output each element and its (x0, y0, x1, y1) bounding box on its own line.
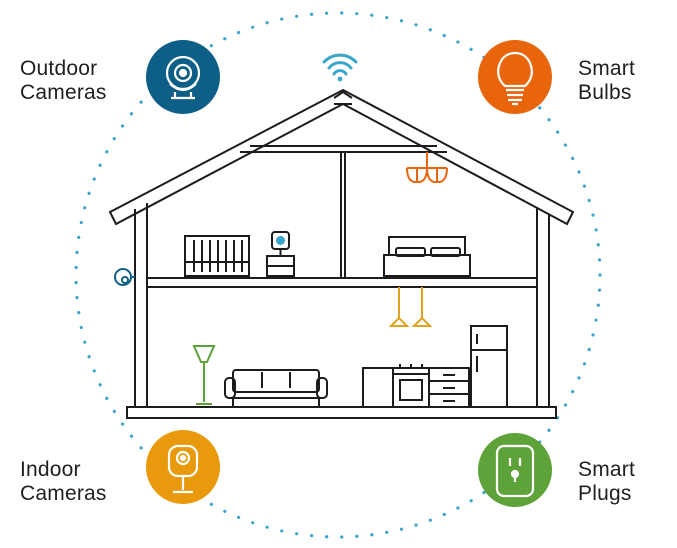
outdoor-cameras-label-line2: Cameras (20, 81, 107, 104)
baby-camera-icon (271, 231, 290, 256)
outdoor-cameras-label-line1: Outdoor (20, 57, 98, 80)
roof (108, 88, 575, 226)
pendant-lights-icon (388, 287, 433, 327)
network-dotted-circle (74, 11, 602, 539)
smart-plugs-label-line1: Smart (578, 458, 636, 481)
smart-bulbs-label-line2: Bulbs (578, 81, 632, 104)
nightstand (266, 255, 295, 277)
chandelier-icon (406, 152, 448, 183)
indoor-cameras-badge (146, 430, 220, 504)
plug-icon (495, 444, 535, 498)
smart-bulbs-label: Smart Bulbs (578, 57, 635, 105)
outdoor-cameras-badge (146, 40, 220, 114)
bed (383, 236, 471, 277)
indoor-cameras-label-line2: Cameras (20, 482, 107, 505)
wall-outdoor-camera-icon (114, 268, 135, 286)
crib (184, 235, 250, 277)
smart-bulbs-label-line1: Smart (578, 57, 636, 80)
smart-plugs-badge (478, 433, 552, 507)
wifi-icon (322, 53, 358, 82)
sofa (224, 369, 328, 406)
outdoor-camera-icon (165, 55, 201, 100)
smart-plugs-label-line2: Plugs (578, 482, 632, 505)
house-base (126, 406, 557, 419)
bulb-icon (497, 51, 533, 106)
kitchen (362, 325, 508, 408)
house (108, 88, 575, 419)
indoor-camera-icon (167, 444, 199, 494)
outdoor-cameras-label: Outdoor Cameras (20, 57, 107, 105)
indoor-cameras-label-line1: Indoor (20, 458, 81, 481)
floor-lamp-icon (192, 345, 216, 405)
indoor-cameras-label: Indoor Cameras (20, 458, 107, 506)
smart-plugs-label: Smart Plugs (578, 458, 635, 506)
smart-bulbs-badge (478, 40, 552, 114)
